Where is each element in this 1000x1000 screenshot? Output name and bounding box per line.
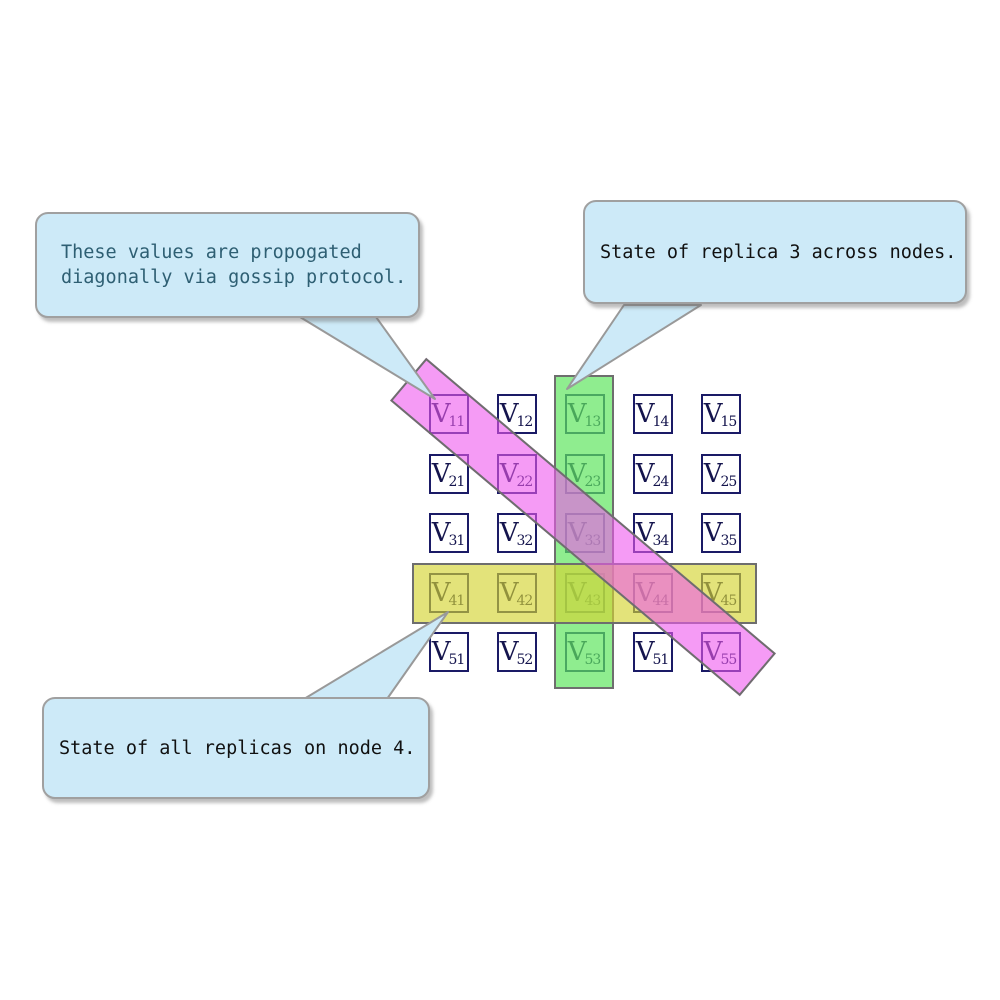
cell-subscript: 52 [516,652,533,668]
cell-subscript: 51 [652,652,669,668]
callout-node4: State of all replicas on node 4. [42,697,430,799]
cell-letter: V [703,399,723,429]
callout-replica3: State of replica 3 across nodes. [583,200,967,304]
cell-subscript: 14 [652,414,669,430]
cell-subscript: 25 [720,473,737,490]
callout-node4-text: State of all replicas on node 4. [59,737,416,759]
cell-subscript: 34 [652,533,669,549]
cell-letter: V [703,518,723,548]
cell-subscript: 51 [448,652,465,668]
callout-gossip-line2: diagonally via gossip protocol. [61,267,407,288]
cell-subscript: 24 [652,473,669,490]
cell-letter: V [499,637,519,667]
callout-replica3-text: State of replica 3 across nodes. [600,241,957,263]
cell-letter: V [499,399,519,429]
callout-tail-node4 [303,611,449,700]
cell-letter: V [635,458,655,489]
cell-subscript: 15 [720,414,737,430]
callout-gossip: These values are propogated diagonally v… [35,212,420,318]
cell-letter: V [703,458,723,489]
cell-letter: V [431,458,451,489]
cell-letter: V [635,637,655,667]
cell-subscript: 12 [516,414,533,430]
cell-subscript: 32 [516,533,533,549]
cell-letter: V [635,399,655,429]
cell-letter: V [431,518,451,548]
cell-subscript: 31 [448,533,465,549]
cell-subscript: 35 [720,533,737,549]
callout-gossip-line1: These values are propogated [61,242,362,263]
cell-subscript: 21 [448,473,465,490]
cell-letter: V [499,518,519,548]
